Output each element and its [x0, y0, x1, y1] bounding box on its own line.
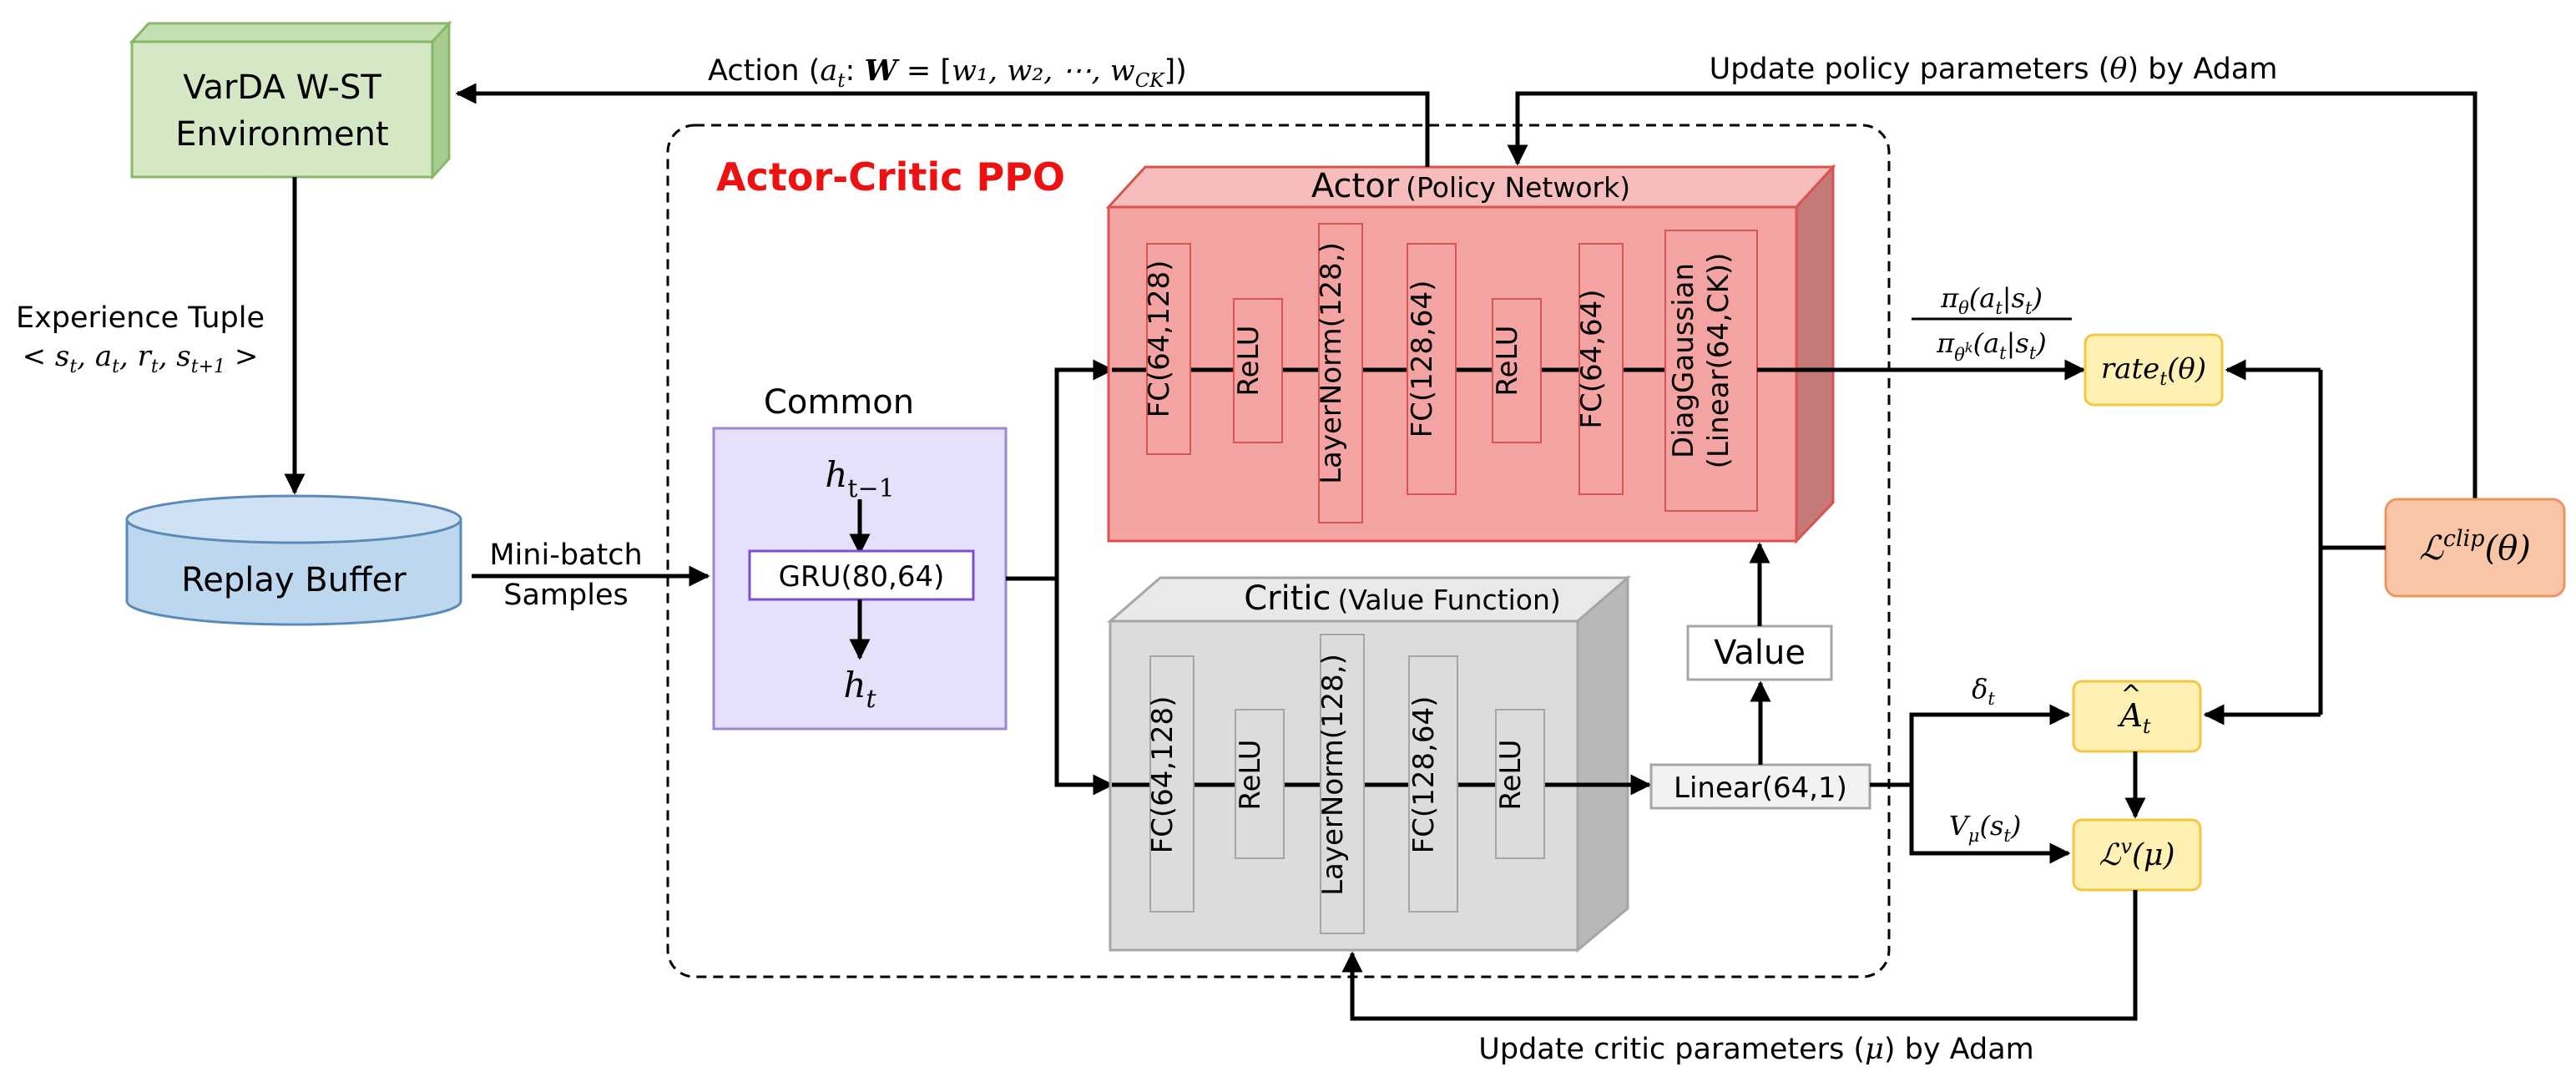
critic-title: Critic(Value Function)	[1244, 579, 1561, 618]
update-policy-label: Update policy parameters (θ) by Adam	[1710, 53, 2278, 86]
arrow-update-policy	[1507, 91, 2478, 499]
critic-layer-fc1: FC(64,128)	[1146, 655, 1195, 913]
svg-text:DiagGaussian: DiagGaussian	[1667, 263, 1700, 458]
svg-text:ReLU: ReLU	[1494, 739, 1528, 810]
advantage-hat: ^	[2120, 680, 2141, 710]
svg-text:FC(128,64): FC(128,64)	[1406, 281, 1439, 438]
svg-text:LayerNorm(128,): LayerNorm(128,)	[1315, 242, 1348, 484]
experience-label: Experience Tuple	[16, 301, 265, 335]
actor-layer-fc3: FC(64,64)	[1575, 243, 1624, 495]
ppo-title: Actor-Critic PPO	[716, 154, 1065, 200]
ppo-region	[666, 124, 1891, 978]
common-title: Common	[764, 383, 914, 422]
update-critic-label: Update critic parameters (μ) by Adam	[1478, 1033, 2034, 1066]
svg-text:(Linear(64,CK)): (Linear(64,CK))	[1702, 253, 1735, 469]
h-curr-label: ht	[843, 665, 876, 714]
critic-layer-layernorm: LayerNorm(128,)	[1316, 634, 1365, 934]
actor-layer-relu2: ReLU	[1491, 298, 1542, 443]
critic-layer-relu1: ReLU	[1234, 709, 1285, 859]
linear-branch-line	[1870, 704, 2071, 787]
actor-title: Actor(Policy Network)	[1311, 167, 1630, 205]
svg-text:ReLU: ReLU	[1491, 325, 1524, 396]
critic-layer-fc2: FC(128,64)	[1407, 655, 1458, 913]
replay-buffer: Replay Buffer	[125, 494, 462, 626]
delta-label: δt	[1972, 673, 1995, 709]
svg-text:ReLU: ReLU	[1234, 739, 1267, 810]
replay-buffer-label: Replay Buffer	[181, 561, 407, 599]
environment-label-line2: Environment	[175, 115, 388, 154]
h-prev-label: ht−1	[825, 454, 894, 503]
minibatch-label-line2: Samples	[503, 579, 628, 612]
experience-tuple: < st, at, rt, st+1 >	[23, 340, 259, 377]
gru-label: GRU(80,64)	[779, 560, 945, 594]
common-branch-line	[1006, 359, 1114, 581]
ratio-denominator: πθk(at|st)	[1936, 327, 2047, 365]
action-label: Action (at: W = [w₁, w₂, ⋯, wCK])	[708, 53, 1187, 92]
svg-text:FC(64,128): FC(64,128)	[1146, 696, 1179, 854]
svg-text:FC(128,64): FC(128,64)	[1407, 696, 1441, 854]
actor-layer-relu1: ReLU	[1232, 298, 1283, 443]
value-label: Value	[1714, 634, 1806, 672]
linear-box	[1649, 763, 1871, 810]
svg-text:LayerNorm(128,): LayerNorm(128,)	[1316, 654, 1350, 896]
rate-label: ratet(θ)	[2101, 352, 2206, 390]
actor-layer-diaggaussian: DiagGaussian (Linear(64,CK))	[1664, 230, 1758, 512]
rate-box	[2084, 333, 2224, 407]
linear-label: Linear(64,1)	[1674, 771, 1847, 805]
actor-layer-layernorm: LayerNorm(128,)	[1315, 223, 1363, 523]
arrow-update-critic	[1341, 890, 2138, 1021]
svg-text:FC(64,128): FC(64,128)	[1143, 260, 1176, 418]
svg-text:FC(64,64): FC(64,64)	[1575, 289, 1609, 428]
environment-box: VarDA W-ST Environment	[129, 20, 452, 180]
common-block: Common ht−1 GRU(80,64) ht	[712, 383, 1008, 731]
actor-layer-fc1: FC(64,128)	[1143, 243, 1191, 455]
minibatch-label-line1: Mini-batch	[489, 538, 642, 572]
v-mu-label: Vμ(st)	[1949, 810, 2022, 846]
ratio-numerator: πθ(at|st)	[1940, 282, 2043, 318]
environment-label-line1: VarDA W-ST	[183, 68, 381, 107]
actor-layer-fc2: FC(128,64)	[1406, 243, 1457, 495]
critic-layer-relu2: ReLU	[1494, 709, 1545, 859]
lv-label: ℒv(μ)	[2099, 835, 2175, 872]
arrow-action-to-env	[455, 83, 1430, 167]
svg-text:ReLU: ReLU	[1232, 325, 1265, 396]
